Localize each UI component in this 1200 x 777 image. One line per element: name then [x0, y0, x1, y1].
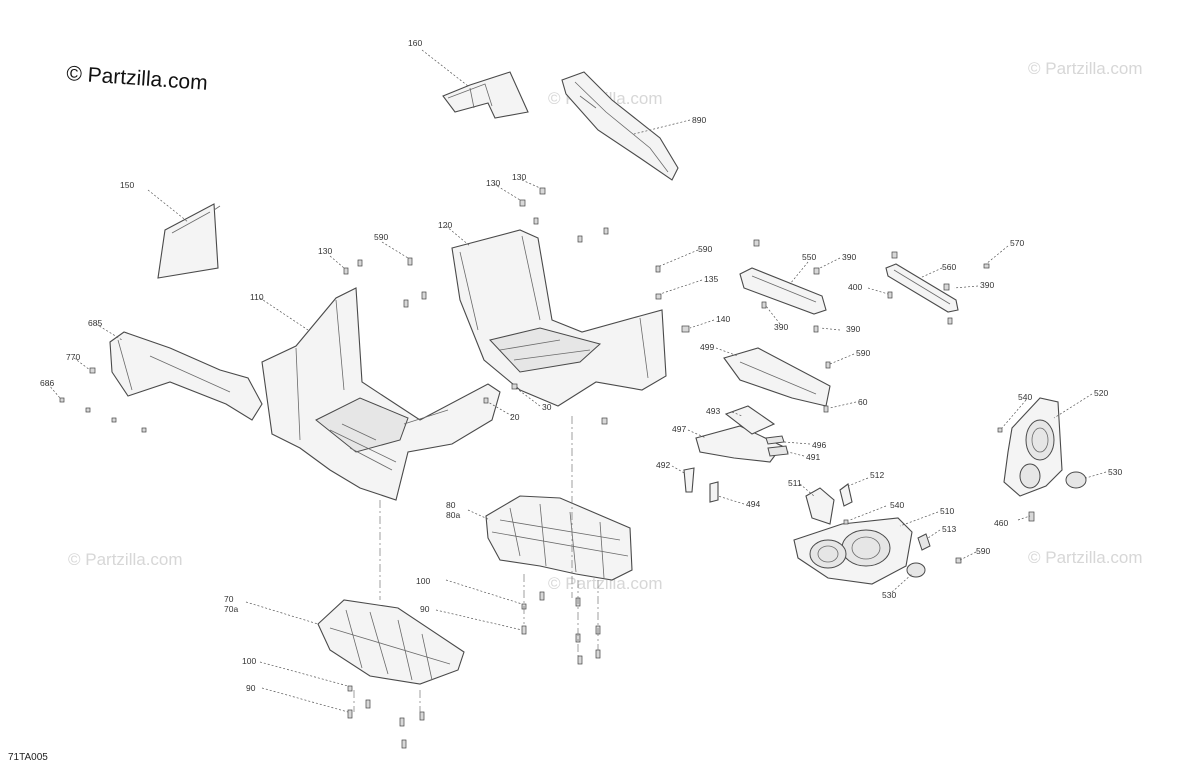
part-494-strip [709, 481, 719, 503]
callout-493: 493 [706, 406, 720, 416]
callout-100: 100 [242, 656, 256, 666]
callout-590: 590 [976, 546, 990, 556]
assembly-axes [353, 416, 599, 716]
callout-130: 130 [486, 178, 500, 188]
callout-590: 590 [374, 232, 388, 242]
part-511-bracket [805, 487, 835, 525]
fasteners [59, 187, 1003, 749]
callout-100: 100 [416, 576, 430, 586]
part-685-guard [109, 331, 263, 421]
copyright-label: © Partzilla.com [66, 62, 209, 95]
callout-685: 685 [88, 318, 102, 328]
part-493-bracket [724, 405, 776, 435]
part-110-footwell-left [261, 287, 501, 501]
callout-90: 90 [246, 683, 256, 693]
leader-lines [47, 49, 1107, 713]
callout-130: 130 [512, 172, 526, 182]
callout-512: 512 [870, 470, 884, 480]
callout-110: 110 [250, 292, 264, 302]
part-499-plate [723, 347, 831, 407]
callout-497: 497 [672, 424, 686, 434]
diagram-code: 71TA005 [8, 752, 48, 763]
callout-20: 20 [510, 412, 520, 422]
callout-140: 140 [716, 314, 730, 324]
part-550-bracket [739, 267, 827, 315]
callout-30: 30 [542, 402, 552, 412]
callout-530: 530 [882, 590, 896, 600]
callout-513: 513 [942, 524, 956, 534]
part-890-rail [561, 71, 679, 181]
callout-400: 400 [848, 282, 862, 292]
part-512-bracket [839, 483, 853, 507]
part-80-frame [485, 495, 633, 581]
callout-160: 160 [408, 38, 422, 48]
part-120-footwell-right [451, 229, 667, 407]
watermark: © Partzilla.com [548, 574, 663, 593]
watermark: © Partzilla.com [68, 550, 183, 569]
part-510-headlight [793, 517, 913, 585]
callout-135: 135 [704, 274, 718, 284]
callout-540: 540 [1018, 392, 1032, 402]
part-530-cap [1065, 471, 1087, 489]
callout-460: 460 [994, 518, 1008, 528]
part-70-tray [317, 599, 465, 685]
callout-770: 770 [66, 352, 80, 362]
callout-511: 511 [788, 478, 802, 488]
callout-510: 510 [940, 506, 954, 516]
part-497-bracket [695, 425, 783, 463]
callout-390: 390 [980, 280, 994, 290]
part-496-clip [765, 435, 785, 445]
callout-530: 530 [1108, 467, 1122, 477]
callout-150: 150 [120, 180, 134, 190]
callout-590: 590 [856, 348, 870, 358]
callout-590: 590 [698, 244, 712, 254]
part-160-cover [442, 71, 529, 119]
callout-540: 540 [890, 500, 904, 510]
callout-130: 130 [318, 246, 332, 256]
callout-80: 80 [446, 500, 456, 510]
callout-496: 496 [812, 440, 826, 450]
callout-390: 390 [846, 324, 860, 334]
callout-70: 70 [224, 594, 234, 604]
watermark: © Partzilla.com [1028, 548, 1143, 567]
part-492-strip [683, 467, 695, 493]
part-530-cap [906, 562, 926, 578]
callout-499: 499 [700, 342, 714, 352]
callout-550: 550 [802, 252, 816, 262]
callout-560: 560 [942, 262, 956, 272]
part-460-screw [1028, 511, 1035, 522]
callout-890: 890 [692, 115, 706, 125]
callout-390: 390 [774, 322, 788, 332]
callout-90: 90 [420, 604, 430, 614]
callouts: 160 890 150 130 130 130 590 590 590 590 … [40, 38, 1122, 693]
watermark: © Partzilla.com [1028, 59, 1143, 78]
part-513-grommet [917, 533, 931, 551]
callout-491: 491 [806, 452, 820, 462]
callout-70a: 70a [224, 604, 238, 614]
part-491-clip [767, 445, 789, 457]
callout-80a: 80a [446, 510, 460, 520]
callout-570: 570 [1010, 238, 1024, 248]
callout-520: 520 [1094, 388, 1108, 398]
callout-120: 120 [438, 220, 452, 230]
part-560-bracket [885, 263, 959, 313]
callout-492: 492 [656, 460, 670, 470]
callout-390: 390 [842, 252, 856, 262]
callout-494: 494 [746, 499, 760, 509]
callout-60: 60 [858, 397, 868, 407]
callout-686: 686 [40, 378, 54, 388]
part-520-headlight [1003, 397, 1063, 497]
part-150-panel [157, 203, 221, 279]
